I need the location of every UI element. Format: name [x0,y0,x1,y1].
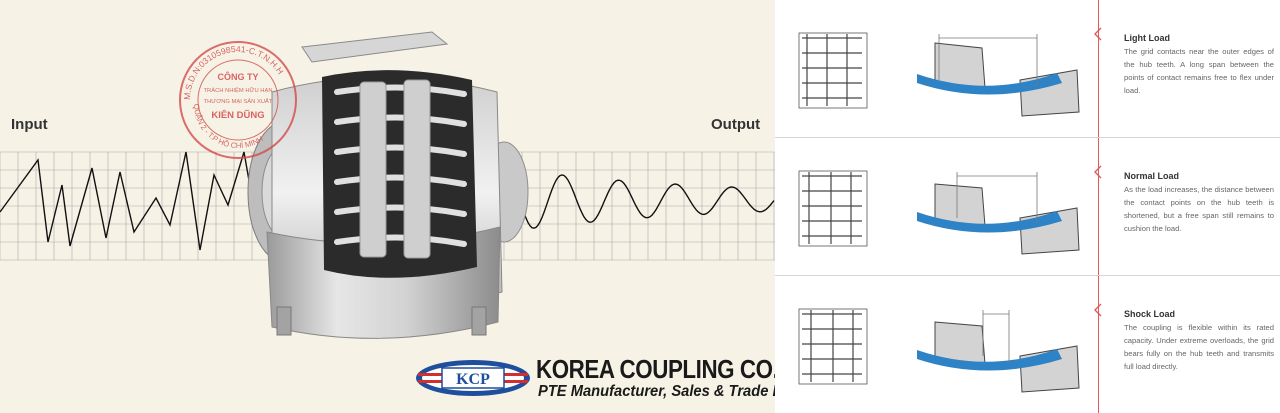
light-load-diagram [798,32,1080,117]
company-tagline: PTE Manufacturer, Sales & Trade Biz [538,383,775,400]
divider [775,137,1280,138]
divider [775,275,1280,276]
load-row-shock: Shock Load The coupling is flexible with… [775,276,1280,413]
load-title: Normal Load [1124,171,1180,181]
shock-load-diagram [798,308,1080,393]
load-description-panel: Light Load The grid contacts near the ou… [775,0,1280,413]
kcp-logo-badge: KCP [416,360,530,396]
chevron-left-icon [1094,303,1102,317]
load-description: The coupling is flexible within its rate… [1124,323,1274,371]
company-name: KOREA COUPLING CO.,LTD. [536,354,775,384]
stamp-line-4: KIÊN DŨNG [211,109,264,121]
load-title: Light Load [1124,33,1170,43]
normal-load-diagram [798,170,1080,255]
chevron-left-icon [1094,27,1102,41]
load-row-normal: Normal Load As the load increases, the d… [775,138,1280,275]
coupling-illustration-panel: Input Output [0,0,775,413]
company-logo: KCP KOREA COUPLING CO.,LTD. PTE Manufact… [414,354,775,412]
stamp-line-3: THƯƠNG MẠI SẢN XUẤT [204,98,273,105]
load-title: Shock Load [1124,309,1176,319]
chevron-left-icon [1094,165,1102,179]
stamp-line-2: TRÁCH NHIỆM HỮU HẠN [203,86,272,94]
input-waveform [0,151,287,251]
output-waveform [519,174,775,229]
load-description: The grid contacts near the outer edges o… [1124,47,1274,95]
output-label: Output [711,116,761,133]
company-stamp: M.S.D.N:0310598541-C.T.N.H.H QUẬN 2 - T.… [179,41,297,159]
input-label: Input [11,116,48,133]
load-description: As the load increases, the distance betw… [1124,185,1274,233]
stamp-line-1: CÔNG TY [217,71,258,82]
kcp-badge-text: KCP [456,371,490,388]
load-row-light: Light Load The grid contacts near the ou… [775,0,1280,137]
grid-coupling-image [247,31,529,339]
